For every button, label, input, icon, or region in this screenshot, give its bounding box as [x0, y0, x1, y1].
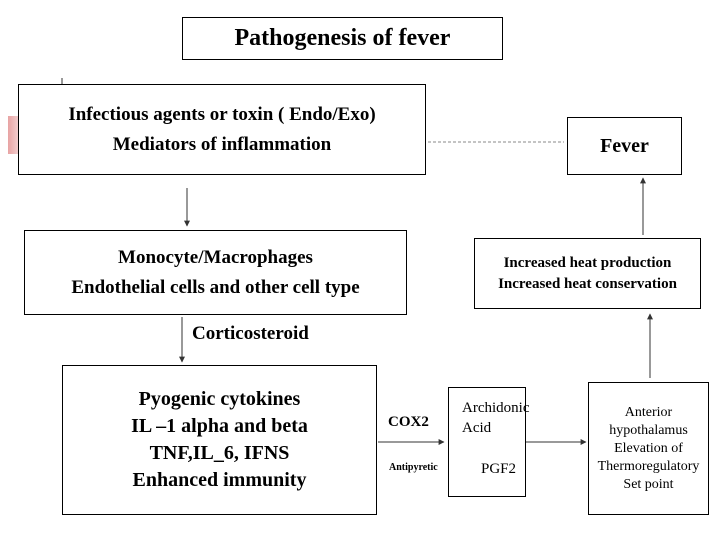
pgf2-label: PGF2 [481, 461, 517, 477]
infectious-agents-box: Infectious agents or toxin ( Endo/Exo) M… [18, 84, 426, 175]
cytokines-line-2: IL –1 alpha and beta [131, 415, 308, 437]
archidonic-box [448, 387, 526, 497]
page-title: Pathogenesis of fever [234, 25, 451, 51]
cytokines-box: Pyogenic cytokines IL –1 alpha and beta … [62, 365, 377, 515]
infectious-line-1: Infectious agents or toxin ( Endo/Exo) [68, 103, 376, 125]
corticosteroid-label: Corticosteroid [192, 323, 309, 344]
monocyte-line-1: Monocyte/Macrophages [118, 246, 313, 268]
infectious-line-2: Mediators of inflammation [112, 133, 332, 155]
anterior-line-3: Elevation of [614, 440, 683, 456]
anterior-line-4: Thermoregulatory [597, 458, 700, 474]
cytokines-line-1: Pyogenic cytokines [138, 388, 301, 410]
heat-box: Increased heat production Increased heat… [474, 238, 701, 309]
cox2-label: COX2 [388, 414, 429, 430]
fever-label: Fever [600, 134, 649, 157]
anterior-line-2: hypothalamus [609, 422, 688, 438]
anterior-hypothalamus-box: Anterior hypothalamus Elevation of Therm… [588, 382, 709, 515]
fever-box: Fever [567, 117, 682, 175]
title-box: Pathogenesis of fever [182, 17, 503, 60]
cytokines-line-4: Enhanced immunity [132, 469, 307, 491]
monocyte-line-2: Endothelial cells and other cell type [71, 276, 360, 298]
archidonic-line-1: Archidonic [462, 400, 530, 416]
heat-line-1: Increased heat production [503, 254, 672, 271]
cytokines-line-3: TNF,IL_6, IFNS [149, 442, 290, 464]
anterior-line-1: Anterior [624, 404, 673, 420]
monocyte-box: Monocyte/Macrophages Endothelial cells a… [24, 230, 407, 315]
archidonic-line-2: Acid [462, 420, 492, 436]
heat-line-2: Increased heat conservation [498, 275, 677, 292]
antipyretic-label: Antipyretic [389, 462, 438, 473]
anterior-line-5: Set point [623, 476, 674, 492]
